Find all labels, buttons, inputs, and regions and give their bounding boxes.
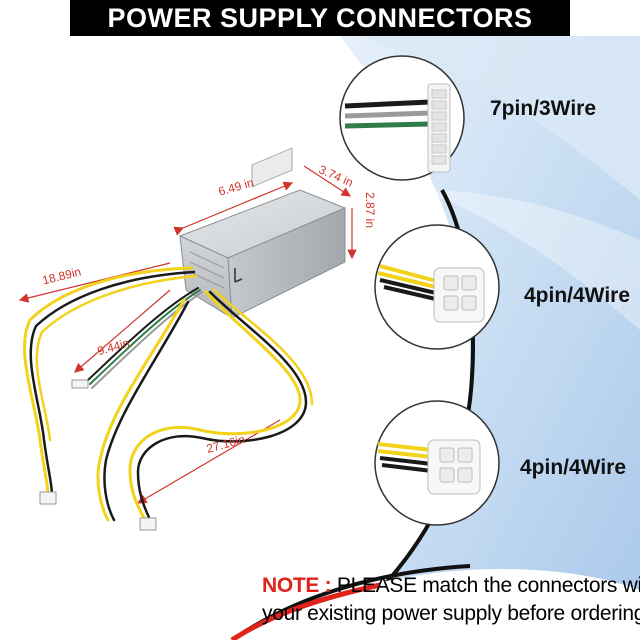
note-line-1: NOTE : PLEASE match the connectors with xyxy=(262,572,640,600)
note-line-1-text: PLEASE match the connectors with xyxy=(331,574,640,597)
dimension-height-label: 2.87 in xyxy=(363,191,378,229)
connector-7pin-3wire-photo xyxy=(339,55,465,181)
connector-4pin-4wire-photo-2 xyxy=(374,400,500,526)
connector-4pin-4wire-photo-1 xyxy=(374,224,500,350)
connector-label-7pin: 7pin/3Wire xyxy=(490,97,597,120)
connector-label-4pin-1: 4pin/4Wire xyxy=(524,284,631,307)
connector-label-4pin-2: 4pin/4Wire xyxy=(520,456,627,479)
background-swoosh xyxy=(230,36,640,640)
dimension-lines xyxy=(18,165,357,504)
note-line-2: your existing power supply before orderi… xyxy=(262,602,640,625)
note-key: NOTE : xyxy=(262,574,332,597)
page-title: POWER SUPPLY CONNECTORS xyxy=(70,0,570,36)
note-text: NOTE : PLEASE match the connectors with … xyxy=(262,572,640,628)
cables xyxy=(23,266,314,531)
